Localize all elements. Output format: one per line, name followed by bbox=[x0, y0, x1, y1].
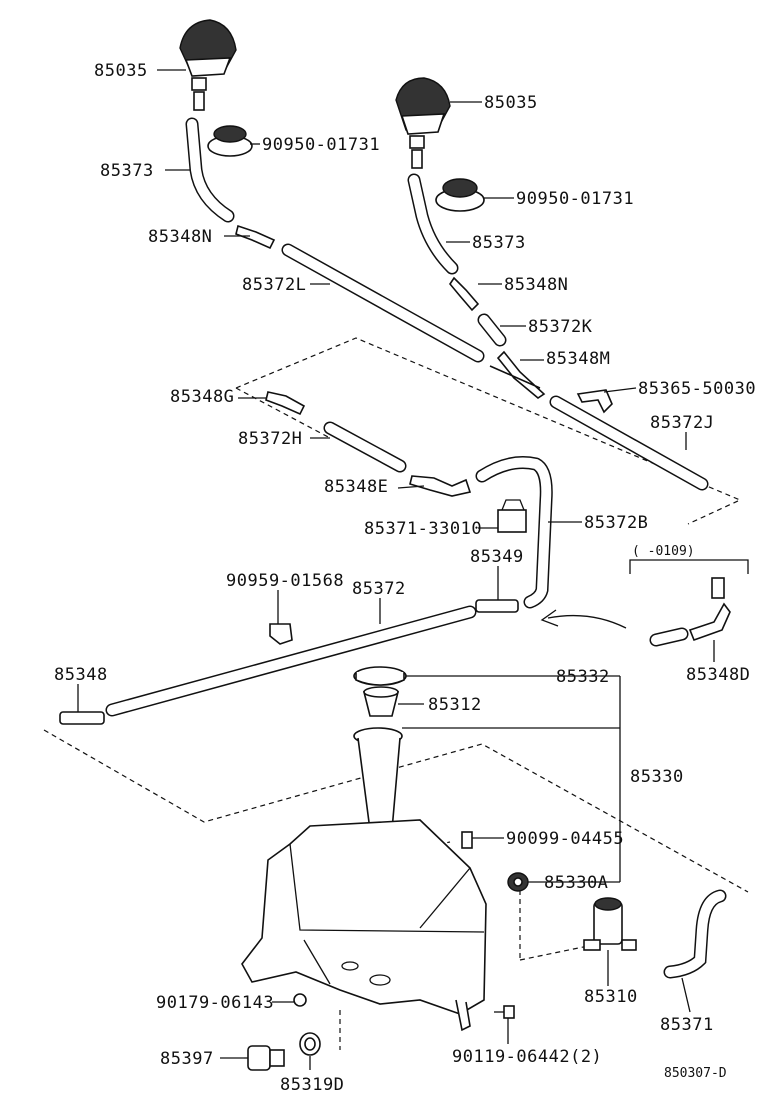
washer-nozzle-left bbox=[179, 19, 237, 111]
label-hose-l: 85372L bbox=[242, 275, 306, 295]
label-bolt-06442: 90119-06442(2) bbox=[452, 1047, 602, 1067]
hose-85372k bbox=[477, 313, 507, 347]
joint-85348n-right bbox=[449, 276, 480, 312]
label-clamp-01568: 90959-01568 bbox=[226, 571, 344, 591]
leader-lines bbox=[77, 69, 715, 1070]
hose-85372b bbox=[475, 456, 553, 609]
joint-85348d bbox=[649, 577, 731, 647]
label-hole-plug-left: 90950-01731 bbox=[262, 135, 380, 155]
joint-85348n-left bbox=[235, 224, 276, 250]
hose-85373-left bbox=[185, 117, 235, 223]
label-grommet: 85330A bbox=[544, 873, 608, 893]
bolt-90099-04455 bbox=[461, 831, 473, 849]
label-bolt-06143: 90179-06143 bbox=[156, 993, 274, 1013]
hose-85372 bbox=[105, 605, 477, 717]
label-hose-85371: 85371 bbox=[660, 1015, 714, 1035]
label-hose-b: 85372B bbox=[584, 513, 648, 533]
label-date-range: ( -0109) bbox=[632, 544, 695, 559]
date-range-bracket bbox=[629, 559, 749, 574]
label-clamp-50030: 85365-50030 bbox=[638, 379, 756, 399]
hose-85372j bbox=[549, 395, 709, 491]
tank-cap-85332 bbox=[353, 666, 407, 686]
hose-85372l bbox=[281, 243, 485, 363]
hose-85371 bbox=[663, 889, 727, 979]
direction-arrow bbox=[540, 609, 627, 629]
label-joint-d: 85348D bbox=[686, 665, 750, 685]
washer-pump-85310 bbox=[583, 897, 637, 951]
part-labels: 85035 90950-01731 85373 85348N 85372L 85… bbox=[54, 61, 756, 1095]
label-sensor: 85397 bbox=[160, 1049, 214, 1069]
strainer-85312 bbox=[362, 686, 400, 717]
level-sensor-85397 bbox=[244, 1045, 285, 1071]
washer-nozzle-right bbox=[395, 77, 451, 169]
joint-85348m bbox=[489, 350, 546, 399]
label-bolt-04455: 90099-04455 bbox=[506, 829, 624, 849]
label-clip-33010: 85371-33010 bbox=[364, 519, 482, 539]
label-hose-h: 85372H bbox=[238, 429, 302, 449]
washer-tank-85330 bbox=[241, 727, 487, 1032]
label-ref-code: 850307-D bbox=[664, 1066, 727, 1081]
label-hose-85372: 85372 bbox=[352, 579, 406, 599]
label-hose-right: 85373 bbox=[472, 233, 526, 253]
joint-85349 bbox=[475, 599, 519, 613]
label-nozzle-left: 85035 bbox=[94, 61, 148, 81]
label-nozzle-right: 85035 bbox=[484, 93, 538, 113]
label-joint-n-right: 85348N bbox=[504, 275, 568, 295]
hole-plug-right bbox=[435, 178, 485, 212]
label-joint-m: 85348M bbox=[546, 349, 610, 369]
label-hose-k: 85372K bbox=[528, 317, 593, 337]
label-strainer: 85312 bbox=[428, 695, 482, 715]
clip-85371-33010 bbox=[497, 499, 527, 533]
hose-85373-right bbox=[407, 173, 459, 275]
label-pump: 85310 bbox=[584, 987, 638, 1007]
label-joint-e: 85348E bbox=[324, 477, 388, 497]
label-joint-g: 85348G bbox=[170, 387, 234, 407]
label-gasket: 85319D bbox=[280, 1075, 344, 1095]
joint-85348g bbox=[265, 391, 306, 416]
joint-85348 bbox=[59, 711, 105, 725]
hole-plug-left bbox=[207, 125, 253, 157]
clamp-90959-01568 bbox=[269, 623, 293, 645]
hose-85372h bbox=[323, 421, 407, 473]
gasket-85319d bbox=[299, 1032, 321, 1056]
grommet-85330a bbox=[507, 872, 529, 892]
bolt-90119-06442 bbox=[494, 1005, 515, 1019]
label-hose-left: 85373 bbox=[100, 161, 154, 181]
label-joint-85348: 85348 bbox=[54, 665, 108, 685]
bolt-90179-06143 bbox=[293, 993, 307, 1007]
label-hose-j: 85372J bbox=[650, 413, 714, 433]
label-hole-plug-right: 90950-01731 bbox=[516, 189, 634, 209]
label-cap: 85332 bbox=[556, 667, 610, 687]
label-tank-assy: 85330 bbox=[630, 767, 684, 787]
label-joint-n-left: 85348N bbox=[148, 227, 212, 247]
clamp-85365-50030 bbox=[576, 389, 613, 414]
label-joint-85349: 85349 bbox=[470, 547, 524, 567]
